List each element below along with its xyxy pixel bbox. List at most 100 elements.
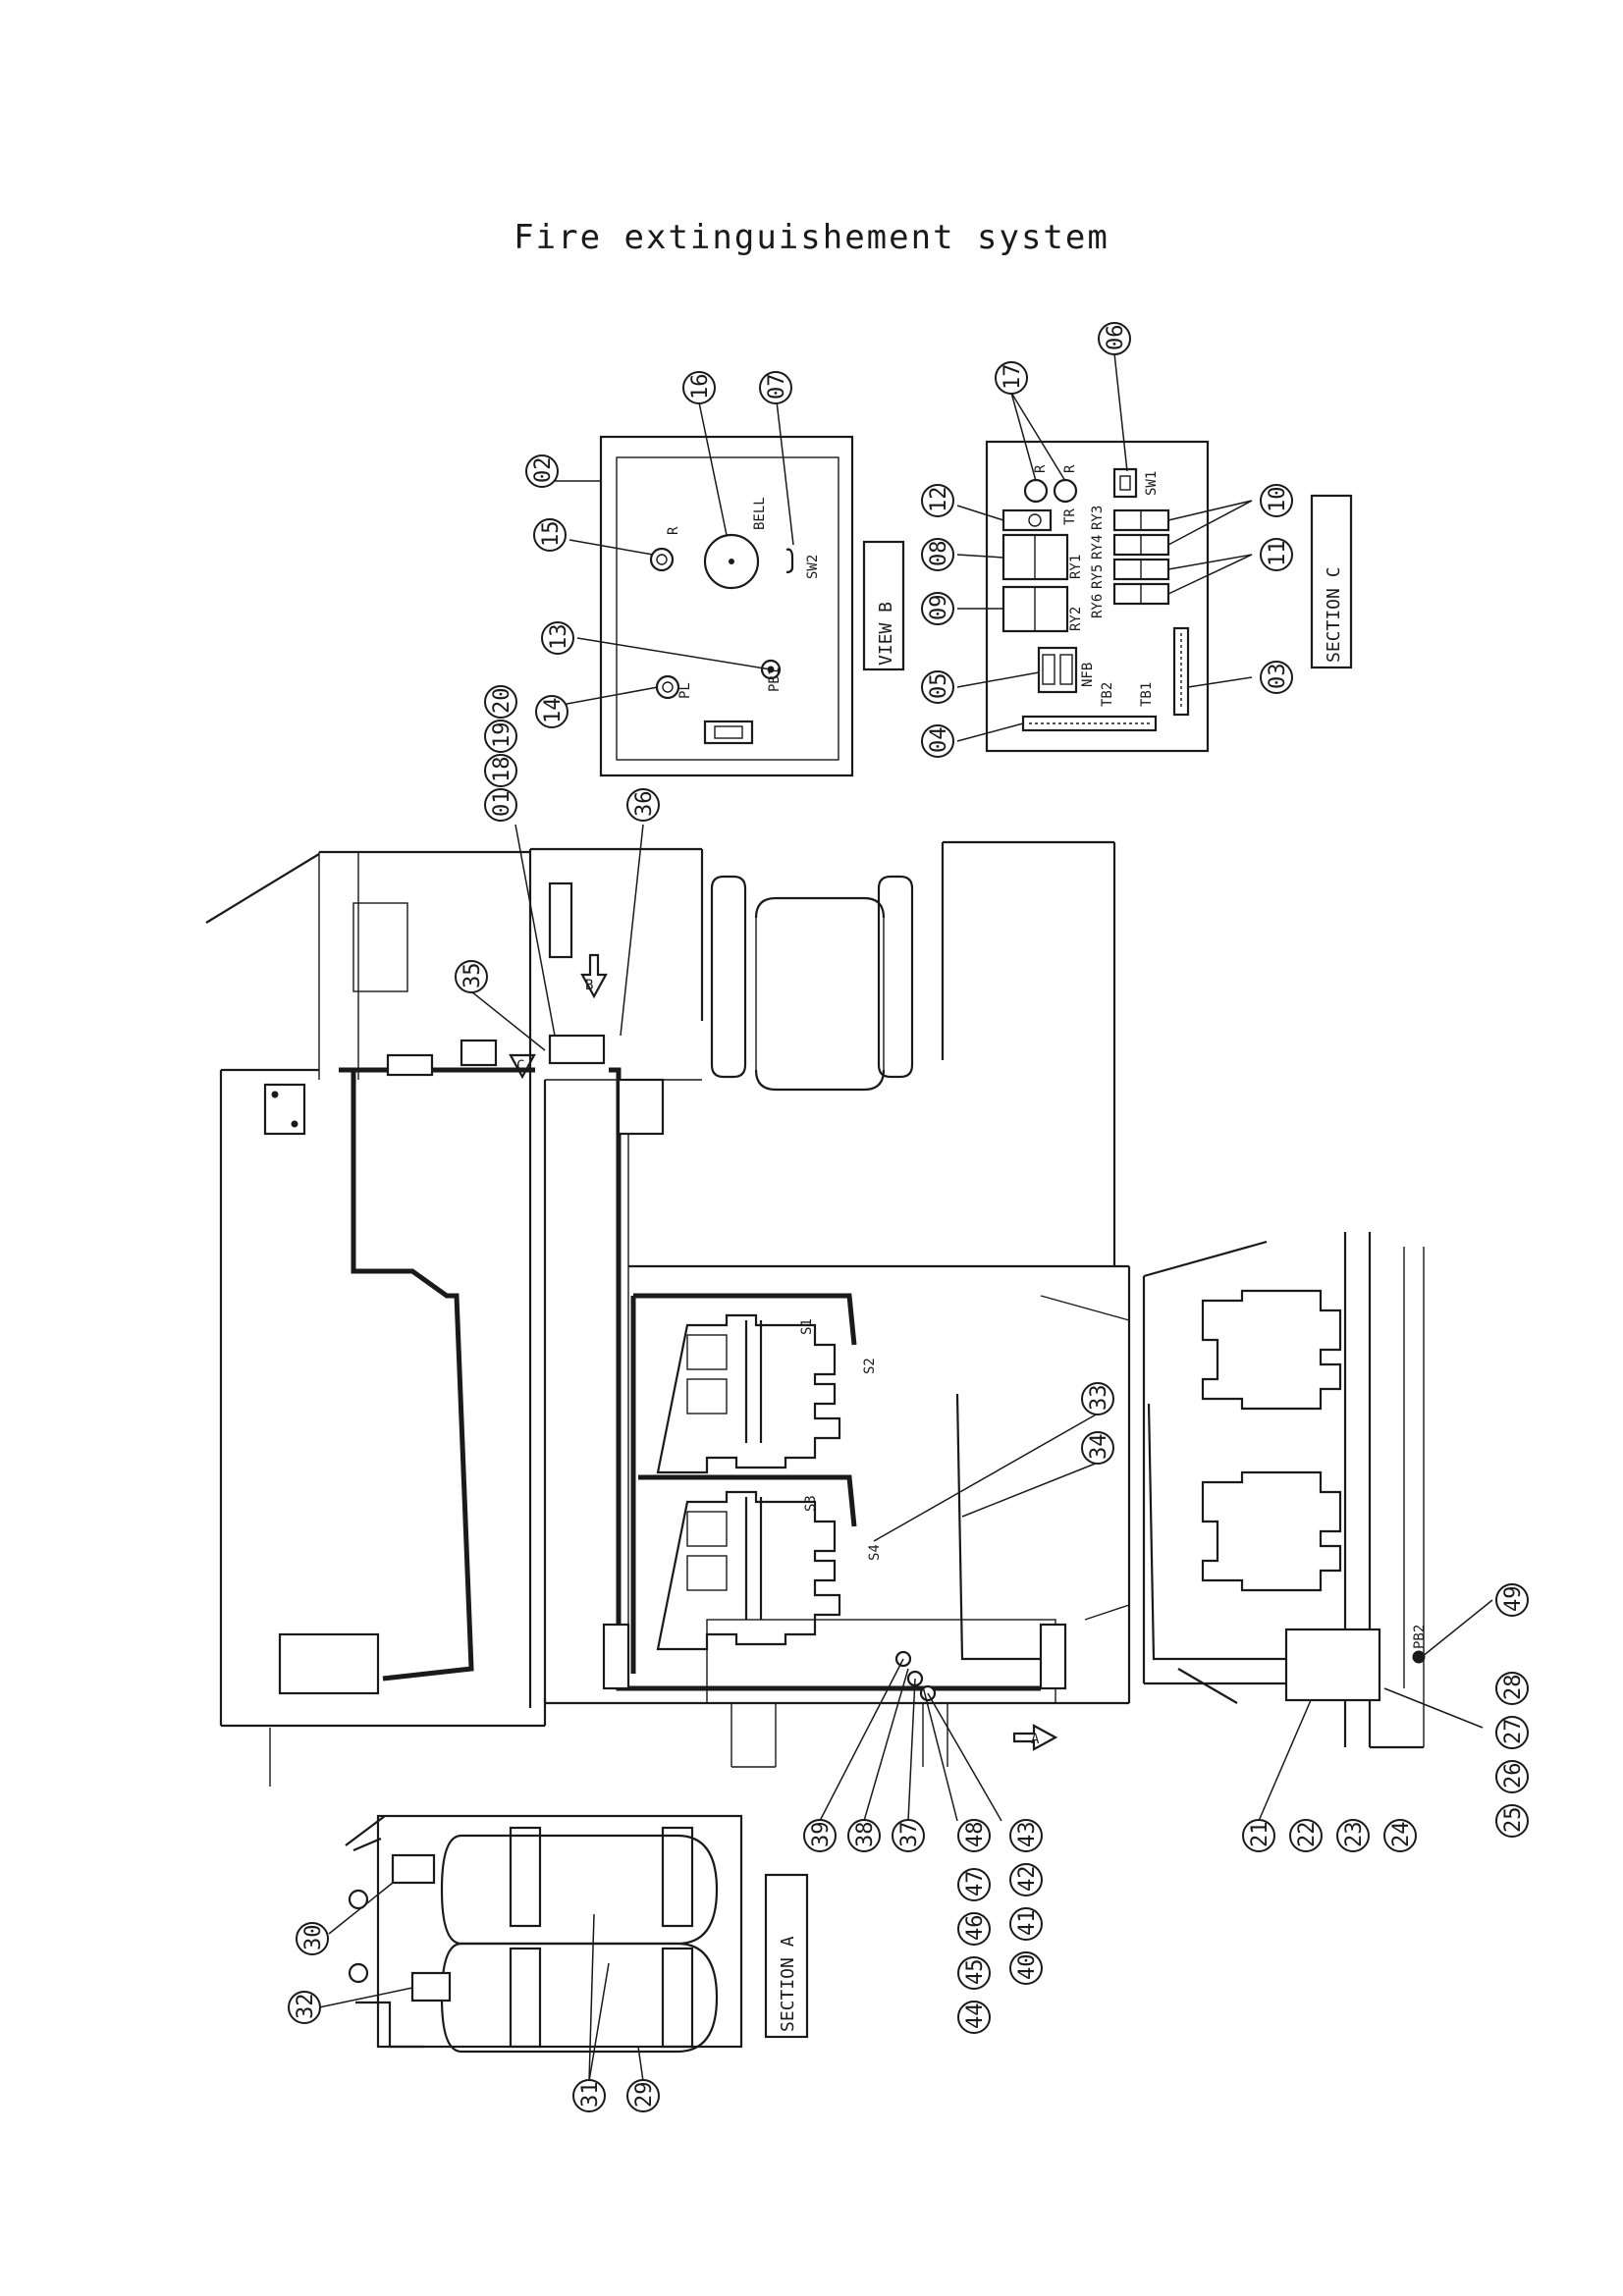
callout-46: 46 (957, 1912, 991, 1946)
section-c-ry4-label: RY4 (1090, 535, 1106, 560)
callout-36: 36 (626, 788, 660, 822)
svg-text:11: 11 (1266, 541, 1290, 567)
callout-09: 09 (921, 592, 954, 625)
svg-text:28: 28 (1501, 1675, 1526, 1701)
view-arrows: A B C (509, 953, 1058, 1751)
callout-28: 28 (1495, 1672, 1529, 1705)
callout-39: 39 (803, 1819, 837, 1852)
section-c-ry2-label: RY2 (1068, 607, 1084, 631)
engine-block-right (1201, 1289, 1342, 1592)
callout-45: 45 (957, 1956, 991, 1990)
svg-text:18: 18 (490, 757, 514, 783)
section-c-ry6-label: RY6 (1090, 594, 1106, 618)
section-c-title: SECTION C (1324, 566, 1344, 663)
callout-44: 44 (957, 2001, 991, 2034)
sensor-s4-label: S4 (867, 1544, 883, 1561)
svg-text:12: 12 (927, 487, 951, 513)
svg-text:32: 32 (294, 1994, 318, 2020)
svg-text:17: 17 (1001, 364, 1025, 391)
engine-block-1 (656, 1313, 841, 1474)
callout-27: 27 (1495, 1716, 1529, 1749)
callout-41: 41 (1009, 1907, 1043, 1941)
callout-48: 48 (957, 1819, 991, 1852)
svg-text:26: 26 (1501, 1763, 1526, 1789)
engine-block-2 (656, 1490, 841, 1651)
section-c-panel: R R TR SW1 RY1 RY2 RY3 RY4 RY5 RY6 NFB T… (985, 440, 1353, 753)
section-c-tb1-label: TB1 (1139, 682, 1155, 707)
svg-text:06: 06 (1104, 325, 1128, 351)
callout-29: 29 (626, 2079, 660, 2112)
callout-19: 19 (484, 720, 517, 753)
svg-text:49: 49 (1501, 1586, 1526, 1613)
section-c-ry1-label: RY1 (1068, 555, 1084, 579)
section-a-title: SECTION A (778, 1936, 798, 2032)
callout-49: 49 (1495, 1583, 1529, 1617)
callout-31: 31 (572, 2079, 606, 2112)
svg-text:16: 16 (688, 374, 713, 400)
svg-text:04: 04 (927, 727, 951, 754)
svg-text:45: 45 (963, 1959, 988, 1986)
view-b-pl-label: PL (677, 682, 693, 699)
svg-text:25: 25 (1501, 1807, 1526, 1834)
callout-03: 03 (1260, 661, 1293, 694)
arrow-b-label: B (585, 978, 593, 993)
callout-06: 06 (1098, 322, 1131, 355)
svg-text:05: 05 (927, 673, 951, 700)
arrow-c-label: C (516, 1058, 524, 1074)
svg-text:38: 38 (853, 1822, 878, 1848)
callout-25: 25 (1495, 1804, 1529, 1838)
svg-text:43: 43 (1015, 1822, 1040, 1848)
svg-text:22: 22 (1295, 1822, 1320, 1848)
svg-text:35: 35 (460, 963, 485, 989)
section-c-ry5-label: RY5 (1090, 564, 1106, 589)
vehicle-layout (205, 840, 1425, 1787)
callout-47: 47 (957, 1868, 991, 1901)
svg-text:44: 44 (963, 2003, 988, 2030)
svg-text:21: 21 (1248, 1822, 1272, 1848)
callout-43: 43 (1009, 1819, 1043, 1852)
svg-text:10: 10 (1266, 487, 1290, 513)
svg-text:39: 39 (809, 1822, 834, 1848)
section-c-ry3-label: RY3 (1090, 506, 1106, 530)
callout-16: 16 (682, 371, 716, 404)
section-c-r1-label: R (1033, 464, 1049, 473)
view-b-r-label: R (666, 526, 681, 535)
svg-text:37: 37 (897, 1822, 922, 1848)
section-c-r2-label: R (1062, 464, 1078, 473)
sensor-s3-label: S3 (803, 1495, 819, 1512)
reel-assemblies (710, 875, 914, 1092)
page-title: Fire extinguishement system (514, 218, 1109, 257)
view-b-bell-label: BELL (752, 497, 768, 530)
view-b-sw2-label: SW2 (805, 555, 821, 579)
callout-26: 26 (1495, 1760, 1529, 1793)
view-b-pb1-label: PB1 (767, 667, 783, 692)
callout-08: 08 (921, 538, 954, 571)
callout-32: 32 (288, 1991, 321, 2024)
svg-text:23: 23 (1342, 1822, 1367, 1848)
callout-23: 23 (1336, 1819, 1370, 1852)
callout-42: 42 (1009, 1863, 1043, 1896)
section-a-cylinders: SECTION A (345, 1814, 809, 2054)
svg-text:24: 24 (1389, 1822, 1414, 1848)
callout-21: 21 (1242, 1819, 1275, 1852)
callout-35: 35 (455, 960, 488, 993)
callout-12: 12 (921, 484, 954, 517)
sensor-s2-label: S2 (862, 1358, 878, 1374)
svg-text:09: 09 (927, 595, 951, 621)
callout-15: 15 (533, 518, 567, 552)
callout-04: 04 (921, 724, 954, 758)
section-c-tb2-label: TB2 (1100, 682, 1115, 707)
svg-text:41: 41 (1015, 1910, 1040, 1937)
main-components (263, 881, 1426, 1702)
svg-text:47: 47 (963, 1871, 988, 1897)
svg-text:33: 33 (1087, 1385, 1111, 1412)
callout-01: 01 (484, 788, 517, 822)
svg-text:34: 34 (1087, 1434, 1111, 1461)
view-b-panel: R BELL SW2 PL PB1 VIEW B (599, 435, 905, 777)
callout-40: 40 (1009, 1951, 1043, 1985)
pb2-label: PB2 (1412, 1625, 1428, 1649)
callout-11: 11 (1260, 538, 1293, 571)
callout-18: 18 (484, 754, 517, 787)
callout-20: 20 (484, 685, 517, 719)
sensor-s1-label: S1 (799, 1318, 815, 1335)
